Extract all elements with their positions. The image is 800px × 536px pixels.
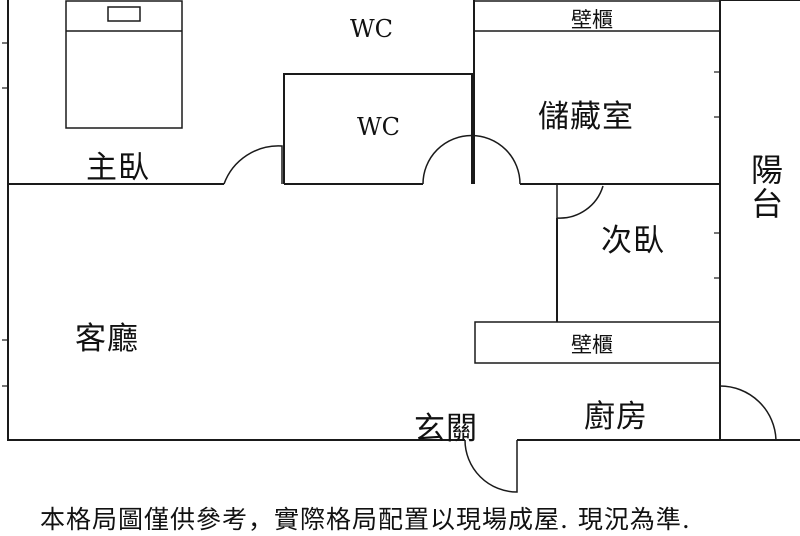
bed-icon (65, 0, 183, 129)
wc-middle-label: WC (357, 113, 401, 141)
door-wc-icon (422, 134, 521, 185)
balcony-wall (720, 0, 800, 441)
wall-wc-middle (283, 73, 473, 184)
closet-top-box (473, 0, 721, 32)
kitchen-label: 廚房 (584, 399, 648, 435)
wall-ticks (2, 42, 720, 387)
master-bedroom-label: 主臥 (86, 150, 150, 186)
door-entrance-icon (464, 439, 518, 493)
storage-label: 儲藏室 (538, 99, 634, 135)
door-second-bedroom-icon (556, 184, 604, 219)
second-bedroom-label: 次臥 (601, 223, 665, 259)
door-kitchen-icon (719, 385, 777, 441)
pillow-icon (107, 6, 141, 22)
living-room-label: 客廳 (75, 321, 139, 357)
closet-top-label: 壁櫃 (571, 8, 613, 32)
door-master-icon (223, 145, 283, 185)
closet-bottom-label: 壁櫃 (571, 333, 613, 357)
balcony-label: 陽台 (746, 153, 784, 221)
outer-wall (7, 0, 721, 441)
wc-top-label: WC (350, 15, 394, 43)
disclaimer-text: 本格局圖僅供參考，實際格局配置以現場成屋. 現況為準. (40, 505, 691, 534)
entrance-label: 玄關 (414, 411, 478, 447)
closet-bottom-box (474, 321, 721, 364)
